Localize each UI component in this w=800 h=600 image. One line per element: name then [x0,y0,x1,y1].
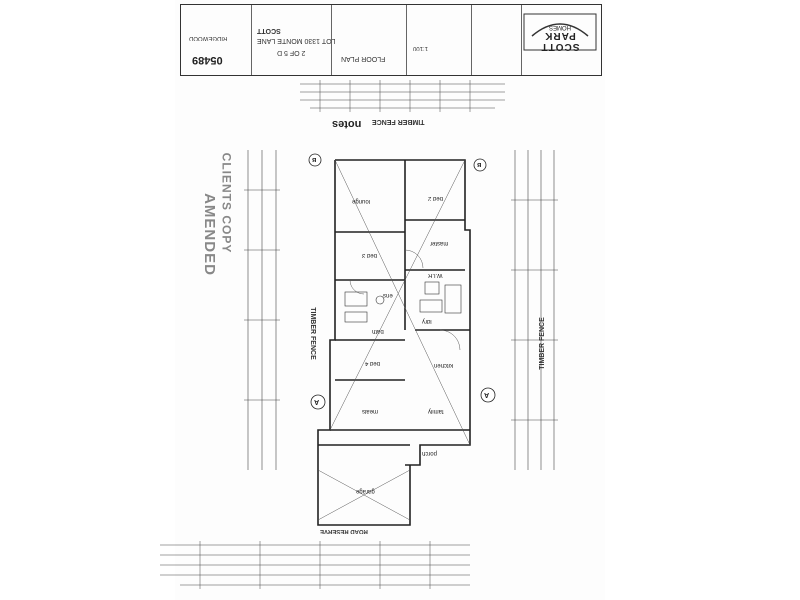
room-lounge: lounge [352,198,371,204]
section-marker-b2: B [477,161,482,167]
title-block: RIDGEWOOD SCOTT LOT 1330 MONTE LANE 2 OF… [180,4,602,76]
room-ens: ens [383,292,393,298]
right-boundary-label: TIMBER FENCE [538,317,546,370]
room-bed3: bed 3 [362,252,378,258]
room-kitchen: kitchen [434,362,454,368]
room-bath: bath [372,328,384,334]
builder-logo: SCOTT PARK HOMES [522,8,598,64]
bottom-boundary-label: ROAD RESERVE [320,528,368,534]
left-boundary-label: TIMBER FENCE [308,307,316,360]
room-family: family [428,408,444,414]
section-marker-b1: B [312,156,317,162]
room-bed4: bed 4 [365,360,381,366]
top-boundary-label: TIMBER FENCE [372,118,425,125]
room-wir: W.I.R [428,272,443,278]
room-meals: meals [362,408,379,414]
room-laundry: ldry [422,318,432,324]
section-marker-a1: A [314,398,320,405]
section-marker-a2: A [484,391,490,398]
room-porch: porch [422,450,438,456]
room-bed2: bed 2 [428,195,444,201]
room-master: master [430,240,449,246]
room-garage: garage [356,488,375,494]
